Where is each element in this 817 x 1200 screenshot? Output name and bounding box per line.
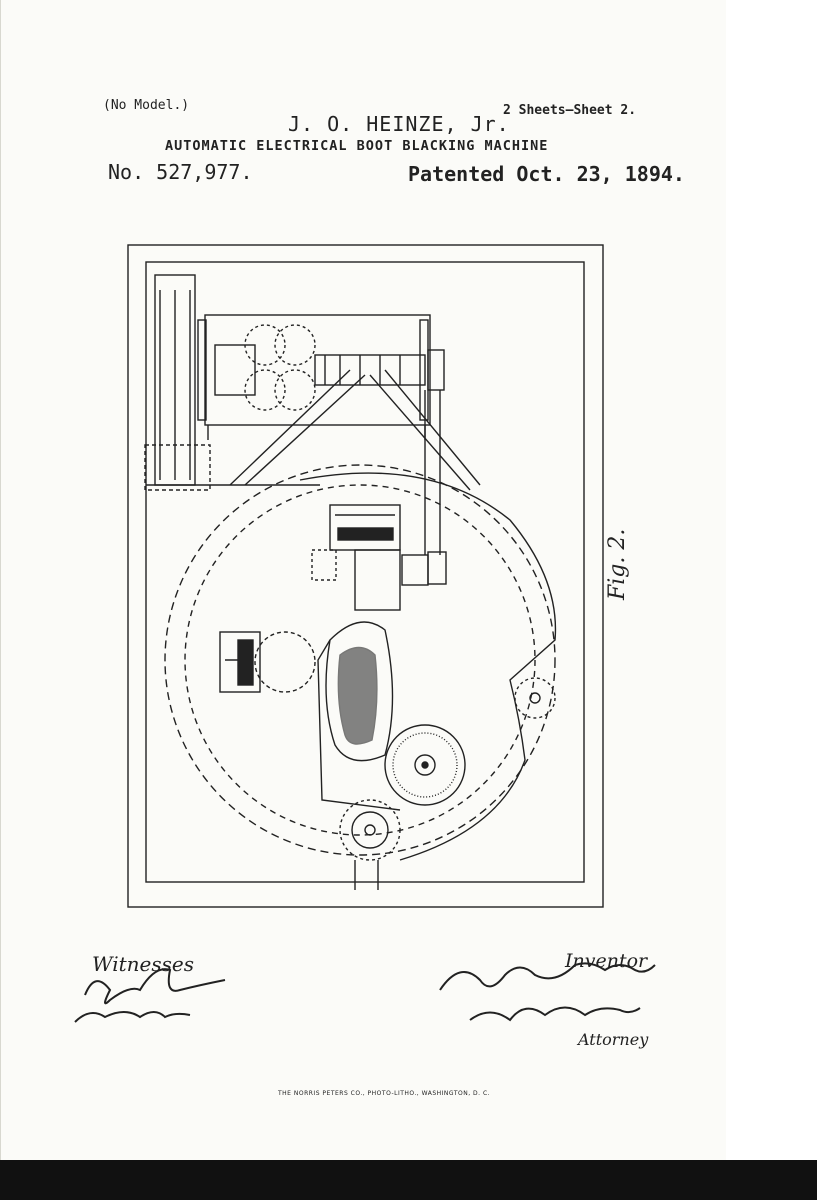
page-margin xyxy=(726,0,817,1160)
printer-credit: THE NORRIS PETERS CO., PHOTO-LITHO., WAS… xyxy=(278,1090,491,1097)
witness-signatures xyxy=(74,968,226,1023)
patent-date: Patented Oct. 23, 1894. xyxy=(408,162,685,186)
patent-number: No. 527,977. xyxy=(108,160,253,184)
inventor-signature xyxy=(439,962,656,1022)
drive-shaft xyxy=(314,354,426,386)
witnesses-label: Witnesses xyxy=(92,952,194,976)
turntable xyxy=(164,464,556,856)
inventor-label: Inventor xyxy=(565,950,648,972)
sheet-number: 2 Sheets—Sheet 2. xyxy=(503,103,637,118)
patent-drawing xyxy=(74,244,656,1023)
outer-frame xyxy=(127,244,604,908)
switch-box xyxy=(219,631,261,693)
figure-label: Fig. 2. xyxy=(605,528,630,600)
patent-sheet xyxy=(0,0,1,1160)
scan-edge-strip xyxy=(0,1160,817,1200)
inventor-name: J. O. HEINZE, Jr. xyxy=(288,112,510,136)
rotary-brush xyxy=(384,724,466,806)
model-note: (No Model.) xyxy=(103,98,190,113)
polishing-wheel xyxy=(339,799,401,861)
inner-frame xyxy=(145,261,585,883)
patent-title: AUTOMATIC ELECTRICAL BOOT BLACKING MACHI… xyxy=(165,138,549,154)
attorney-label: Attorney xyxy=(578,1030,649,1049)
motor-housing xyxy=(204,314,431,426)
boot-outline xyxy=(325,621,394,762)
